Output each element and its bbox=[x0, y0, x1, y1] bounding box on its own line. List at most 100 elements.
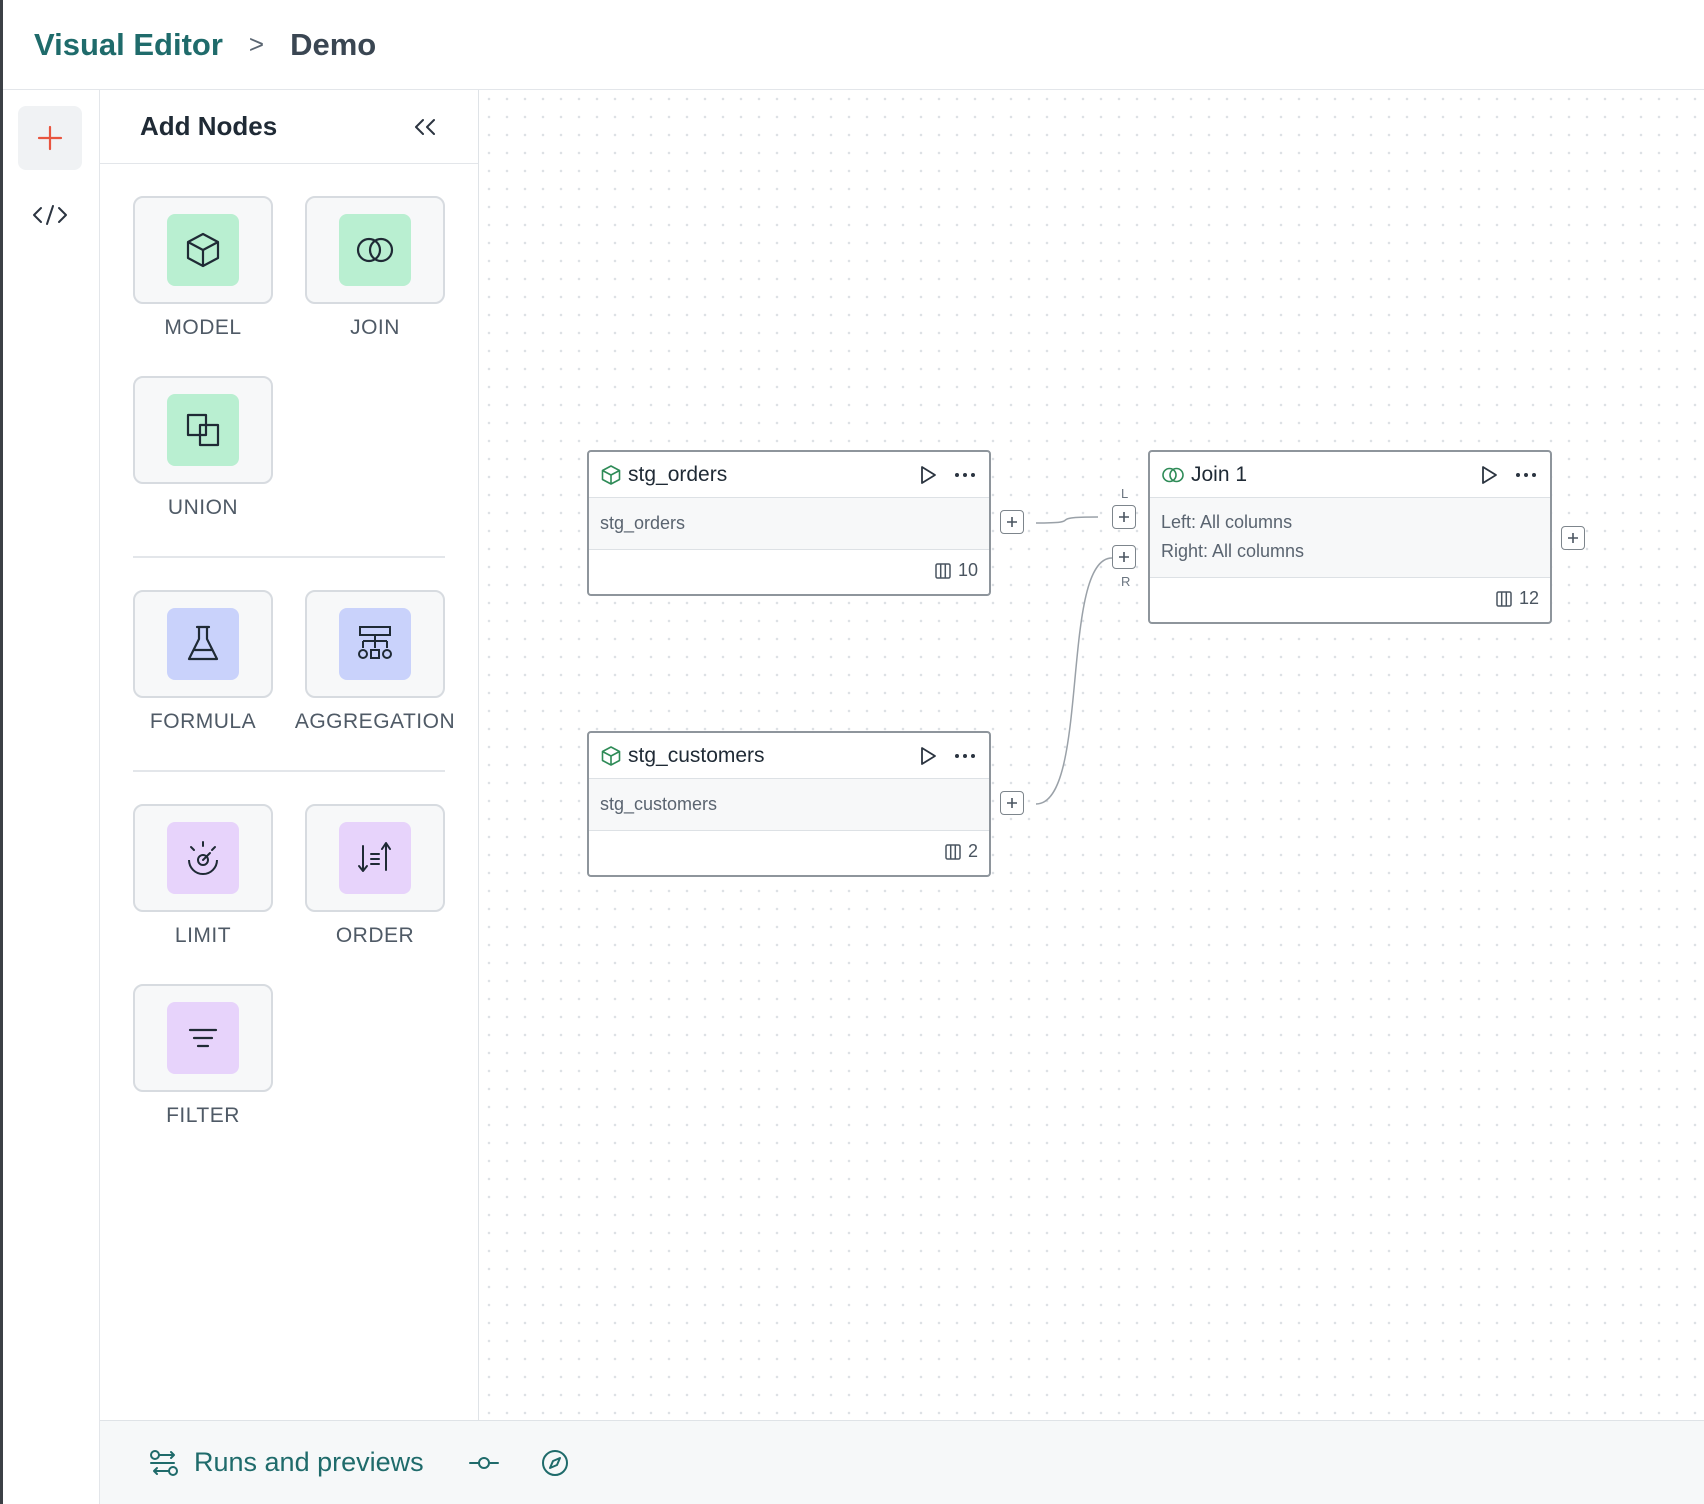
node-title: stg_orders bbox=[628, 462, 728, 486]
tile-join[interactable] bbox=[305, 196, 445, 304]
columns-icon bbox=[935, 562, 951, 579]
join-right-port-label: R bbox=[1121, 574, 1131, 589]
tile-join-label: JOIN bbox=[350, 316, 400, 339]
runs-and-previews-label: Runs and previews bbox=[194, 1447, 424, 1477]
flask-icon bbox=[187, 625, 219, 661]
node-title: stg_customers bbox=[628, 743, 765, 767]
tile-formula-swatch bbox=[167, 608, 239, 680]
sort-icon bbox=[358, 842, 391, 872]
play-icon[interactable] bbox=[917, 745, 939, 767]
model-cube-icon bbox=[601, 464, 621, 485]
edge-orders-to-join-left bbox=[1035, 516, 1099, 524]
panel-header: Add Nodes bbox=[100, 90, 478, 164]
node-stg-customers[interactable]: stg_customers stg_customers 2 bbox=[587, 731, 991, 877]
node-body-line: stg_customers bbox=[600, 794, 718, 814]
node-stg-orders[interactable]: stg_orders stg_orders 10 bbox=[587, 450, 991, 596]
join-right-columns: Right: All columns bbox=[1161, 541, 1305, 561]
node-header: Join 1 bbox=[1150, 452, 1550, 498]
node-body: stg_customers bbox=[589, 779, 989, 831]
node-footer: 2 bbox=[589, 831, 989, 875]
breadcrumb-current: Demo bbox=[290, 26, 377, 62]
filter-icon bbox=[188, 1028, 218, 1048]
tile-union[interactable] bbox=[133, 376, 273, 484]
commit-button[interactable] bbox=[468, 1453, 500, 1473]
code-icon bbox=[33, 205, 67, 225]
edges-layer bbox=[1035, 516, 1113, 805]
tile-order[interactable] bbox=[305, 804, 445, 912]
breadcrumb-root[interactable]: Visual Editor bbox=[34, 26, 223, 62]
runs-icon bbox=[150, 1449, 178, 1476]
columns-icon bbox=[1496, 590, 1512, 607]
plus-icon bbox=[1119, 552, 1129, 562]
tile-model-label: MODEL bbox=[164, 316, 242, 339]
runs-and-previews-button[interactable]: Runs and previews bbox=[148, 1447, 424, 1478]
join-icon bbox=[356, 237, 394, 263]
output-port-stg-orders[interactable] bbox=[1000, 510, 1024, 534]
node-body: Left: All columns Right: All columns bbox=[1150, 498, 1550, 578]
tile-join-swatch bbox=[339, 214, 411, 286]
node-footer: 10 bbox=[589, 550, 989, 594]
input-port-join-right[interactable] bbox=[1112, 545, 1136, 569]
column-count: 12 bbox=[1495, 588, 1539, 609]
tile-order-label: ORDER bbox=[335, 924, 415, 947]
explore-button[interactable] bbox=[540, 1448, 570, 1478]
limit-icon bbox=[188, 841, 218, 875]
edge-customers-to-join-right bbox=[1035, 557, 1113, 805]
column-count-value: 12 bbox=[1518, 588, 1539, 608]
join-icon bbox=[1162, 467, 1184, 482]
panel-divider-1 bbox=[133, 556, 445, 558]
collapse-panel-button[interactable] bbox=[410, 112, 440, 142]
tile-filter-label: FILTER bbox=[166, 1104, 240, 1127]
node-join-1[interactable]: Join 1 Left: All columns Right: All colu… bbox=[1148, 450, 1552, 624]
tile-model-swatch bbox=[167, 214, 239, 286]
node-title: Join 1 bbox=[1191, 462, 1248, 486]
tile-filter[interactable] bbox=[133, 984, 273, 1092]
tile-aggregation-label: AGGREGATION bbox=[294, 710, 456, 733]
compass-icon bbox=[541, 1449, 568, 1476]
tile-limit-swatch bbox=[167, 822, 239, 894]
aggregation-icon bbox=[358, 626, 392, 659]
add-nodes-panel: Add Nodes bbox=[100, 90, 479, 1420]
header: Visual Editor > Demo bbox=[3, 0, 1704, 90]
chevrons-left-icon bbox=[415, 119, 435, 135]
add-nodes-button[interactable] bbox=[18, 106, 82, 170]
commit-icon bbox=[468, 1456, 499, 1469]
tile-formula[interactable] bbox=[133, 590, 273, 698]
more-icon[interactable] bbox=[953, 464, 977, 486]
tile-model[interactable] bbox=[133, 196, 273, 304]
plus-icon bbox=[1568, 533, 1578, 543]
tile-union-label: UNION bbox=[167, 496, 239, 519]
runs-footer: Runs and previews bbox=[100, 1420, 1704, 1504]
input-port-join-left[interactable] bbox=[1112, 505, 1136, 529]
node-header: stg_orders bbox=[589, 452, 989, 498]
columns-icon bbox=[945, 843, 961, 860]
tile-filter-swatch bbox=[167, 1002, 239, 1074]
panel-divider-2 bbox=[133, 770, 445, 772]
output-port-join-1[interactable] bbox=[1561, 526, 1585, 550]
node-body-line: stg_orders bbox=[600, 513, 686, 533]
tile-union-swatch bbox=[167, 394, 239, 466]
tile-limit-label: LIMIT bbox=[174, 924, 232, 947]
output-port-stg-customers[interactable] bbox=[1000, 791, 1024, 815]
more-icon[interactable] bbox=[953, 745, 977, 767]
plus-icon bbox=[1007, 798, 1017, 808]
flow-canvas[interactable]: stg_orders stg_orders 10 bbox=[480, 90, 1704, 1420]
column-count-value: 10 bbox=[957, 560, 978, 580]
more-icon[interactable] bbox=[1514, 464, 1538, 486]
breadcrumb-separator: > bbox=[248, 29, 265, 59]
play-icon[interactable] bbox=[1478, 464, 1500, 486]
left-rail bbox=[3, 90, 100, 1504]
tile-formula-label: FORMULA bbox=[149, 710, 257, 733]
code-view-button[interactable] bbox=[18, 190, 82, 240]
panel-title: Add Nodes bbox=[140, 111, 278, 141]
model-cube-icon bbox=[601, 745, 621, 766]
node-body: stg_orders bbox=[589, 498, 989, 550]
column-count: 10 bbox=[934, 560, 978, 581]
plus-icon bbox=[1007, 517, 1017, 527]
tile-aggregation[interactable] bbox=[305, 590, 445, 698]
join-left-columns: Left: All columns bbox=[1161, 512, 1293, 532]
play-icon[interactable] bbox=[917, 464, 939, 486]
tile-limit[interactable] bbox=[133, 804, 273, 912]
node-footer: 12 bbox=[1150, 578, 1550, 622]
